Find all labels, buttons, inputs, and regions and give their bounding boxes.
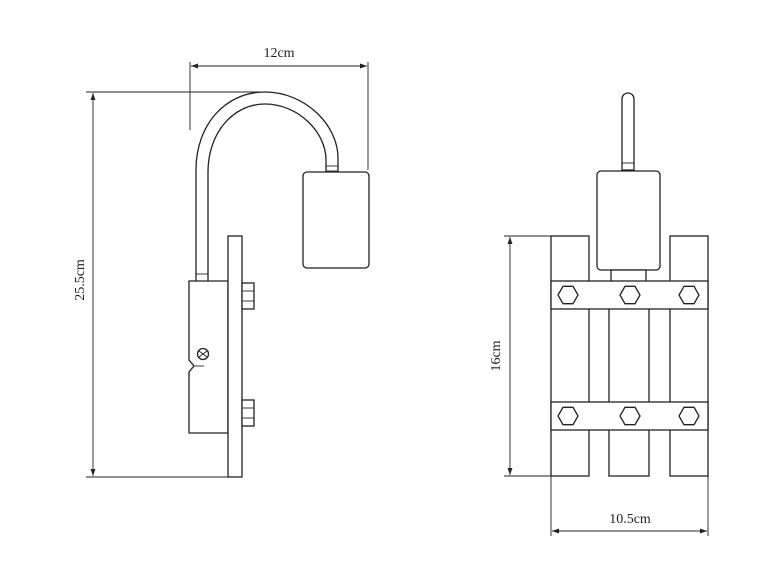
front-height-dimension: 16cm — [489, 235, 551, 477]
hex-bolt-icon — [557, 285, 579, 305]
front-view: 16cm 10.5cm — [489, 92, 709, 536]
side-width-dimension: 12cm — [189, 46, 369, 170]
front-board-right — [669, 235, 709, 477]
side-lamp-holder — [302, 171, 370, 269]
hex-bolt-icon — [619, 285, 641, 305]
gooseneck-arm — [195, 91, 339, 281]
side-nut-top — [241, 282, 255, 310]
front-holder-collar — [610, 269, 647, 283]
front-width-label: 10.5cm — [609, 512, 651, 527]
hex-bolt-icon — [678, 285, 700, 305]
hex-bolt-icon — [619, 406, 641, 426]
front-bolts — [557, 285, 700, 426]
front-board-middle — [608, 281, 650, 477]
side-nut-bottom — [241, 399, 255, 427]
front-board-left — [550, 235, 590, 477]
hex-bolt-icon — [557, 406, 579, 426]
front-width-dimension: 10.5cm — [550, 476, 709, 536]
side-wall-plate — [227, 235, 243, 478]
hex-bolt-icon — [678, 406, 700, 426]
side-width-label: 12cm — [263, 46, 294, 61]
front-height-label: 16cm — [489, 340, 504, 371]
front-lamp-holder — [596, 170, 661, 271]
front-rod — [621, 92, 635, 171]
side-mount-body — [188, 280, 229, 434]
side-height-label: 25.5cm — [73, 259, 88, 301]
side-height-dimension: 25.5cm — [73, 91, 265, 478]
side-view: 12cm 25.5cm — [73, 46, 370, 478]
